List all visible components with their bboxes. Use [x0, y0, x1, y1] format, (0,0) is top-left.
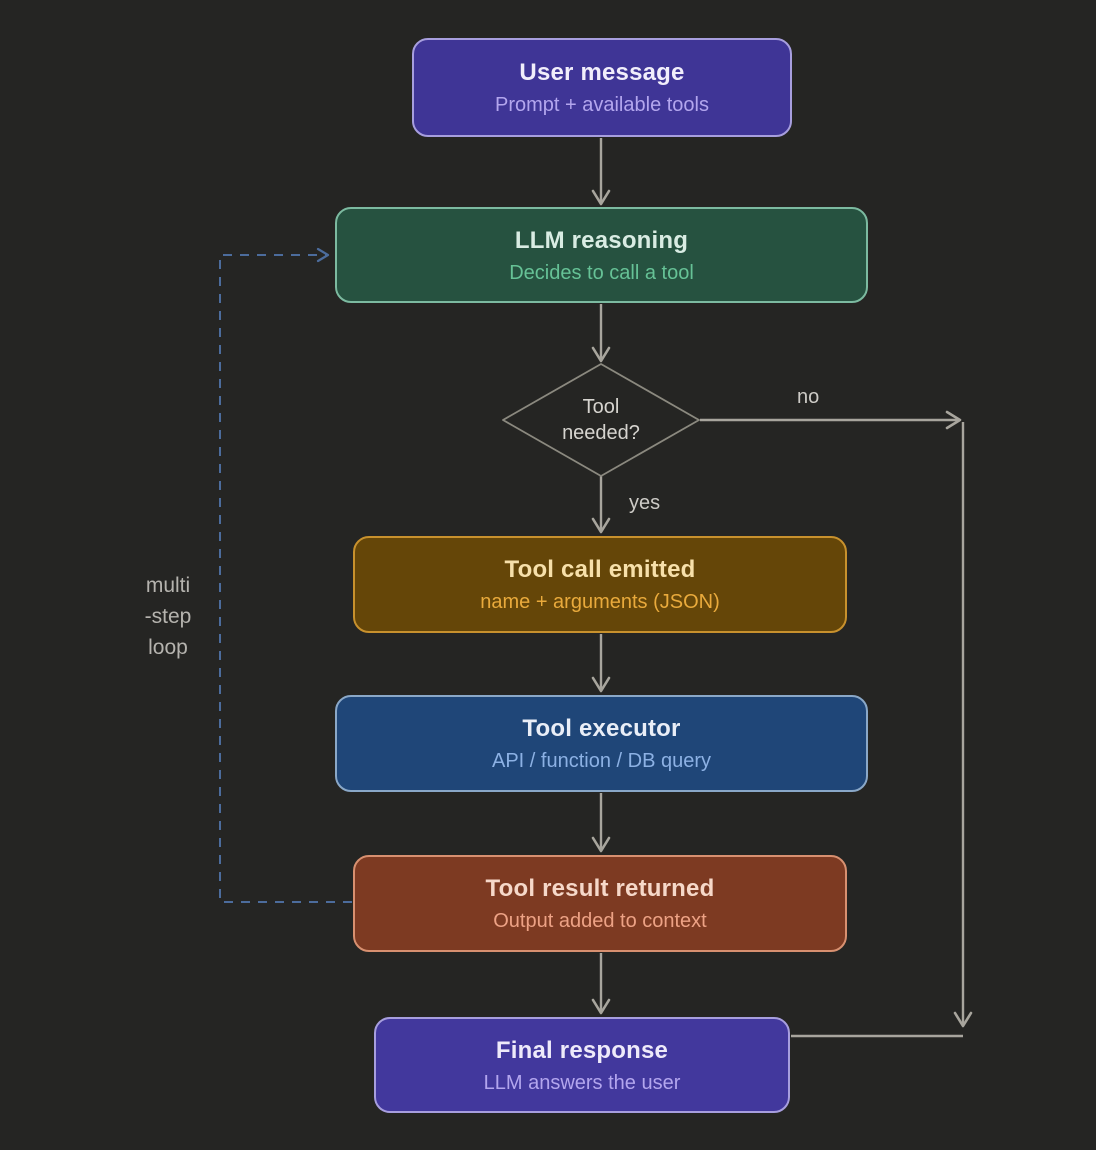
decision-label-line1: Tool — [582, 396, 620, 418]
node-title: Tool executor — [522, 715, 681, 742]
node-subtitle: Decides to call a tool — [509, 261, 694, 284]
node-title: LLM reasoning — [514, 226, 689, 254]
edge-label-no: no — [797, 386, 820, 408]
node-subtitle: Prompt + available tools — [494, 94, 709, 116]
node-subtitle: LLM answers the user — [483, 1071, 681, 1094]
node-title: User message — [519, 59, 685, 86]
node-tool-executor: Tool executor API / function / DB query — [335, 695, 868, 792]
decision-label-line2: needed? — [562, 422, 640, 444]
loop-dashed-arrow — [219, 247, 352, 903]
node-subtitle: name + arguments (JSON) — [480, 591, 720, 613]
decision-label: Tool needed? — [521, 394, 681, 446]
node-tool-call-emitted: Tool call emitted name + arguments (JSON… — [353, 536, 847, 633]
loop-label-line2: -step — [144, 605, 192, 628]
node-title: Tool call emitted — [504, 556, 696, 583]
loop-label-line3: loop — [148, 636, 188, 659]
node-tool-result-returned: Tool result returned Output added to con… — [353, 855, 847, 952]
loop-label-line1: multi — [145, 574, 191, 597]
edge-label-yes: yes — [629, 492, 661, 514]
node-subtitle: API / function / DB query — [492, 750, 711, 772]
node-title: Final response — [495, 1036, 669, 1064]
node-final-response: Final response LLM answers the user — [374, 1017, 790, 1113]
node-title: Tool result returned — [485, 875, 715, 902]
loop-label: multi -step loop — [103, 570, 233, 663]
node-user-message: User message Prompt + available tools — [412, 38, 792, 137]
node-subtitle: Output added to context — [493, 910, 707, 932]
node-llm-reasoning: LLM reasoning Decides to call a tool — [335, 207, 868, 303]
decision-diamond — [502, 363, 700, 477]
